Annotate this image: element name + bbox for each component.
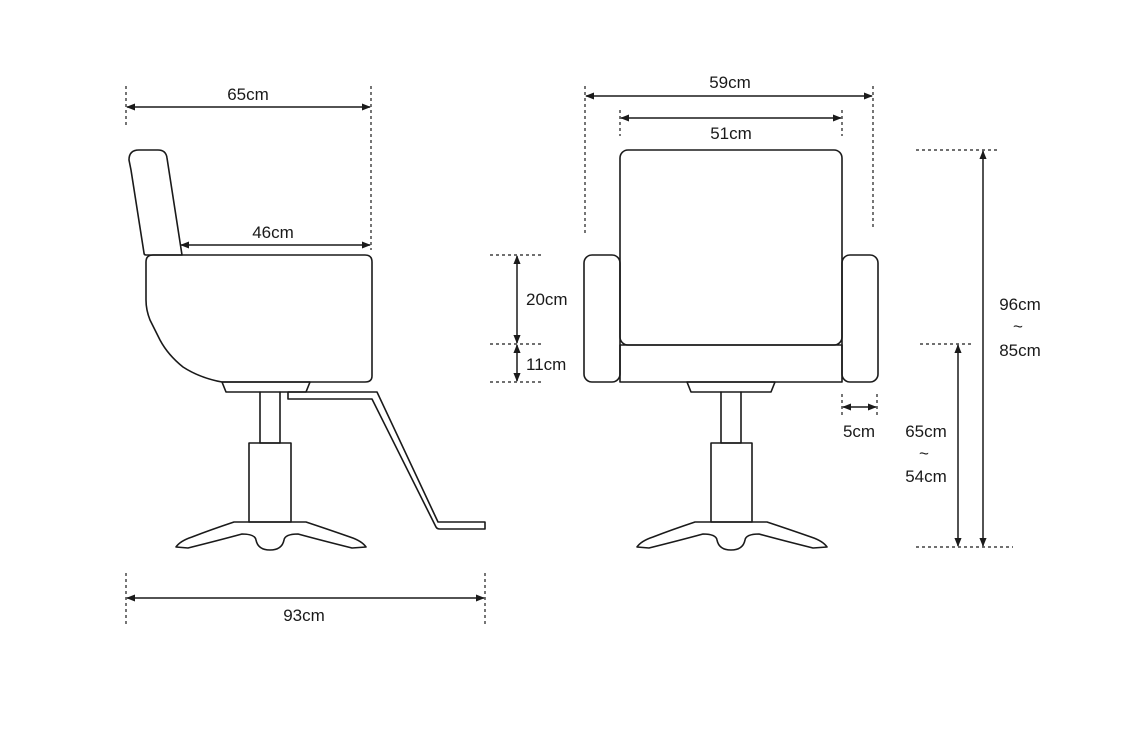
dim-footprint-depth: 93cm bbox=[125, 573, 486, 625]
label-armrest-width: 5cm bbox=[843, 422, 875, 441]
dim-seat-depth: 46cm bbox=[180, 223, 371, 249]
front-view-chair bbox=[583, 149, 879, 551]
dim-overall-width: 59cm bbox=[584, 73, 874, 235]
dim-overall-depth: 65cm bbox=[125, 85, 372, 250]
front-column-lower bbox=[710, 442, 753, 523]
label-overall-width: 59cm bbox=[709, 73, 751, 92]
label-seat-depth: 46cm bbox=[252, 223, 294, 242]
label-footprint-depth: 93cm bbox=[283, 606, 325, 625]
label-seat-height-tilde: ~ bbox=[919, 444, 929, 463]
label-overall-depth: 65cm bbox=[227, 85, 269, 104]
label-seat-cushion-thickness: 11cm bbox=[526, 355, 566, 374]
front-seat-plate bbox=[686, 381, 776, 393]
side-column-lower bbox=[248, 442, 292, 523]
label-seat-height-min: 54cm bbox=[905, 467, 947, 486]
dim-total-height: 96cm ~ 85cm bbox=[916, 149, 1041, 548]
side-view-chair bbox=[128, 149, 486, 551]
side-footrest bbox=[287, 391, 486, 530]
front-armrest-left bbox=[583, 254, 621, 383]
label-total-height-min: 85cm bbox=[999, 341, 1041, 360]
side-column-upper bbox=[259, 391, 281, 444]
front-backrest bbox=[619, 149, 843, 346]
dim-armrest-width: 5cm bbox=[841, 394, 878, 441]
side-seat-plate bbox=[221, 381, 311, 393]
front-base bbox=[636, 521, 828, 551]
side-view: 65cm 46cm 93cm bbox=[125, 85, 486, 625]
label-total-height-tilde: ~ bbox=[1013, 317, 1023, 336]
dim-armrest-height: 20cm bbox=[490, 254, 568, 383]
label-armrest-height: 20cm bbox=[526, 290, 568, 309]
front-seat bbox=[619, 344, 843, 383]
front-view: 59cm 51cm 20cm 11cm 5cm bbox=[490, 73, 1041, 551]
side-backrest bbox=[128, 149, 183, 256]
front-armrest-right bbox=[841, 254, 879, 383]
dim-seat-width: 51cm bbox=[619, 110, 843, 143]
side-base bbox=[175, 521, 367, 551]
dim-seat-cushion-thickness: 11cm bbox=[513, 344, 566, 382]
label-seat-width: 51cm bbox=[710, 124, 752, 143]
side-seat-body bbox=[145, 254, 373, 383]
label-total-height-max: 96cm bbox=[999, 295, 1041, 314]
front-column-upper bbox=[720, 391, 742, 444]
label-seat-height-max: 65cm bbox=[905, 422, 947, 441]
dim-seat-height: 65cm ~ 54cm bbox=[905, 343, 972, 547]
